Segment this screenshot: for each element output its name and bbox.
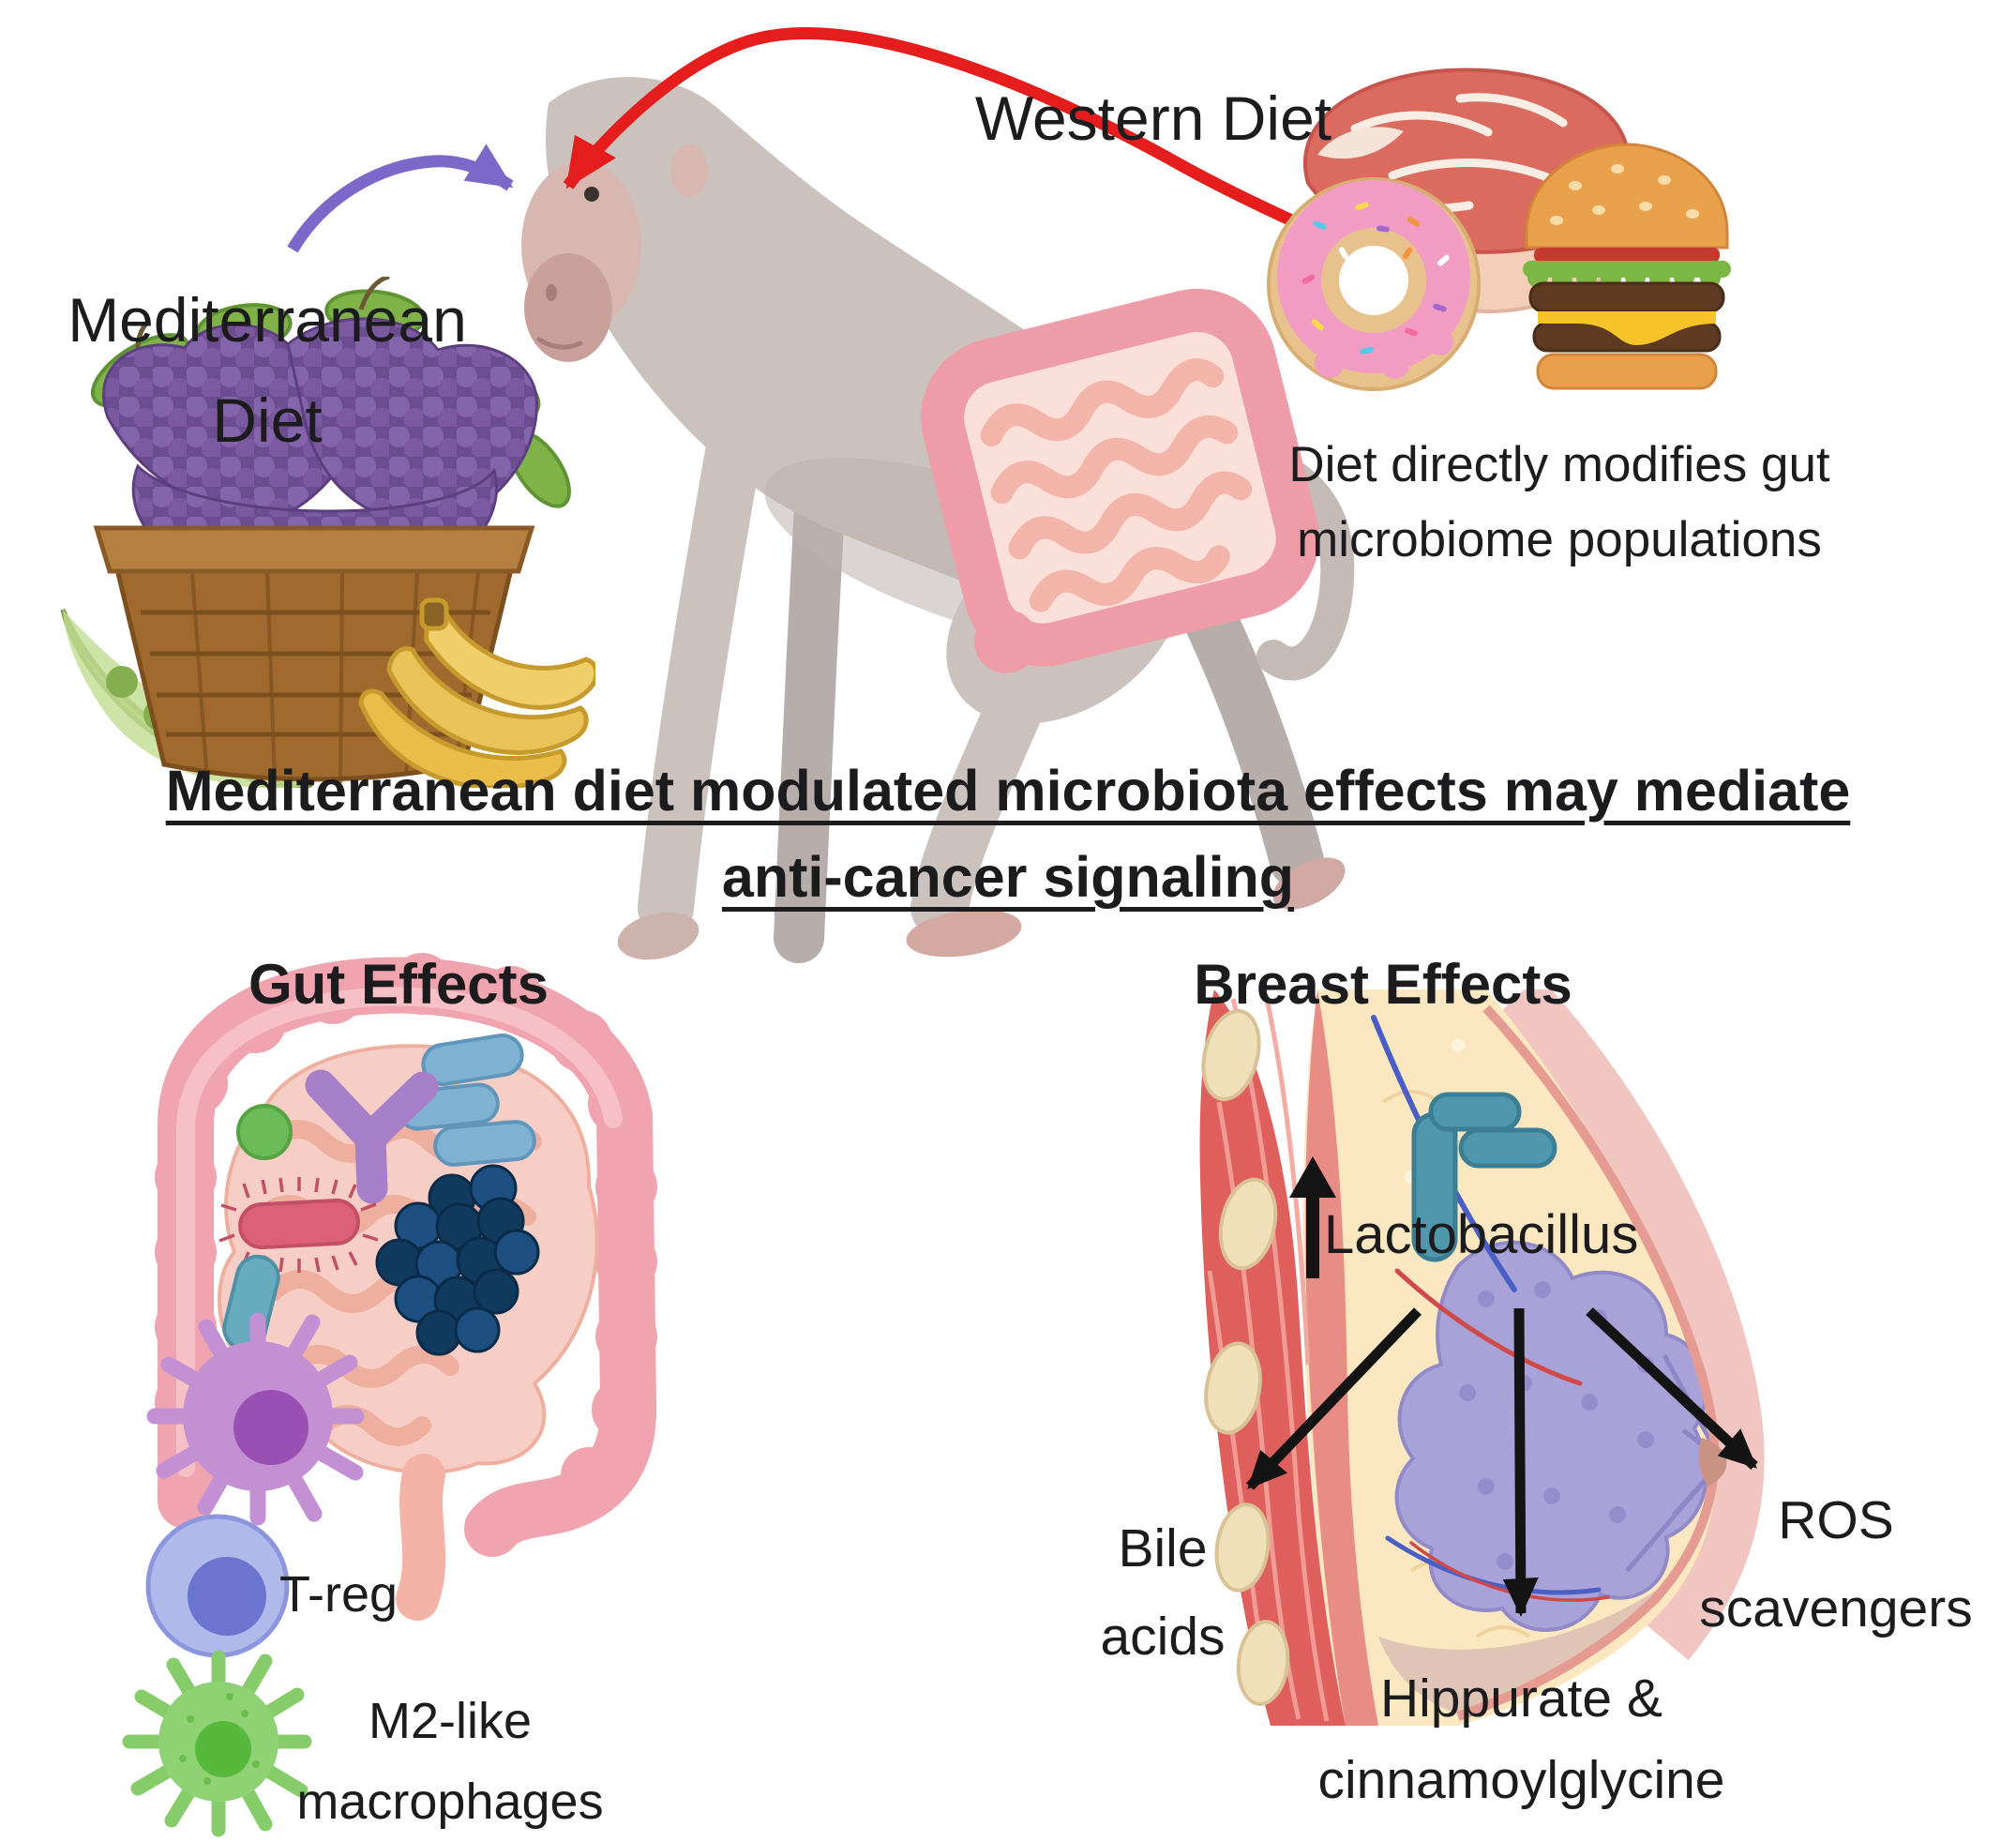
donut-icon (1267, 177, 1481, 391)
t-reg-cell-icon (145, 1514, 290, 1658)
t-reg-legend-label: T-reg (279, 1566, 399, 1623)
bifid-y-bacterium-icon (305, 1069, 439, 1204)
monkey-intestine-overlay-icon (921, 288, 1319, 673)
m2-macrophages-legend-label: M2-like macrophages (296, 1693, 604, 1831)
effect-arrows (1246, 1306, 1758, 1617)
main-heading-line1: Mediterranean diet modulated microbiota … (165, 759, 1851, 823)
bananas-icon (358, 597, 595, 788)
burger-icon (1523, 143, 1731, 390)
navy-cocci-cluster-icon (375, 1164, 540, 1356)
lactobacillus-label: Lactobacillus (1324, 1204, 1639, 1265)
dendritic-cell-icon (146, 1312, 365, 1526)
ros-scavengers-label: ROS scavengers (1699, 1490, 1973, 1639)
hippurate-label: Hippurate & cinnamoylglycine (1317, 1668, 1725, 1810)
lactobacillus-rods-icon (1411, 1092, 1557, 1262)
bile-acids-label: Bile acids (1100, 1518, 1226, 1668)
breast-cross-section-icon (1199, 989, 1765, 1726)
ciliated-rod-bacterium-icon (218, 1177, 379, 1273)
m2-macrophage-cell-icon (122, 1650, 312, 1837)
green-coccus-icon (236, 1104, 293, 1160)
rib-cross-sections (1201, 1008, 1290, 1706)
mediterranean-diet-label: Mediterranean Diet (68, 285, 467, 455)
main-heading-line2: anti-cancer signaling (721, 845, 1295, 909)
grape-basket-icon (60, 277, 595, 788)
breast-effects-title: Breast Effects (1194, 953, 1572, 1016)
monkey-with-gut-highlight-icon (521, 77, 1355, 963)
gut-effects-title: Gut Effects (248, 953, 549, 1016)
sprinkles-icon (1301, 202, 1450, 355)
increase-arrow-icon (1289, 1156, 1336, 1278)
western-diet-label: Western Diet (974, 83, 1332, 153)
gut-illustration (122, 953, 657, 1837)
diet-modifies-caption: Diet directly modifies gut microbiome po… (1288, 437, 1830, 567)
mediterranean-diet-arrow (287, 143, 514, 253)
muscle-inner-band (1305, 989, 1378, 1726)
skin-band (1489, 989, 1765, 1661)
